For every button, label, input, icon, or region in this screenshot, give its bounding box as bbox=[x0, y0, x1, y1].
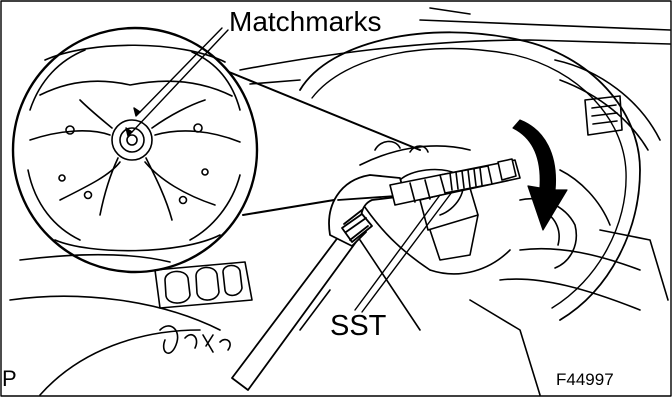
matchmarks-leaders bbox=[125, 27, 229, 137]
figure-frame bbox=[0, 0, 672, 397]
dashboard-scene bbox=[9, 7, 671, 396]
magnified-inset bbox=[11, 26, 421, 274]
figure-code-label: F44997 bbox=[556, 370, 614, 389]
sst-tool bbox=[354, 158, 521, 313]
sst-label: SST bbox=[330, 310, 387, 342]
corner-p-label: P bbox=[2, 366, 17, 391]
curved-arrow-clockwise-icon bbox=[512, 119, 568, 231]
adjustable-wrench-icon bbox=[231, 174, 411, 391]
matchmarks-label: Matchmarks bbox=[229, 6, 382, 37]
